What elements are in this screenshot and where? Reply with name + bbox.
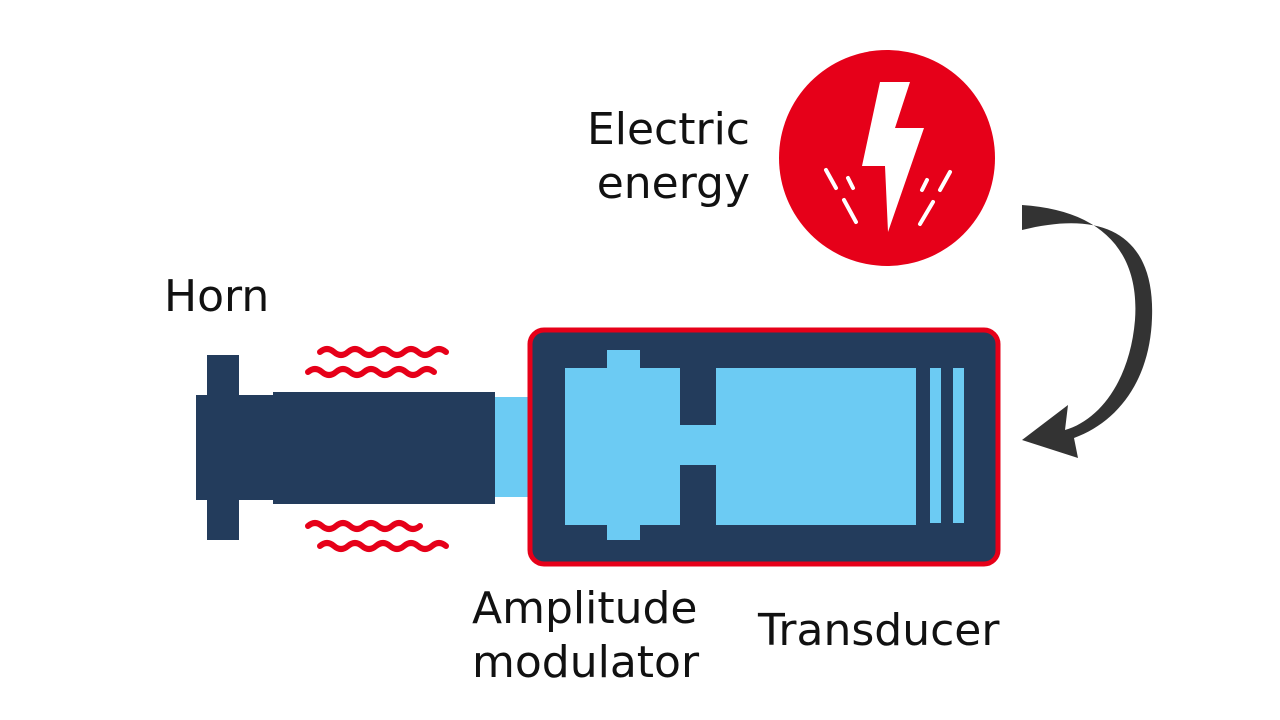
amplitude-modulator-line1: Amplitude — [472, 583, 698, 634]
electric-energy-line1: Electric — [586, 104, 750, 155]
spark-lines — [824, 168, 952, 226]
lightning-bolt-icon — [862, 82, 924, 232]
amplitude-modulator-line2: modulator — [472, 637, 700, 688]
wavy-lines-icon — [305, 346, 449, 552]
electric-energy-label: Electric energy — [560, 103, 750, 211]
horn — [196, 355, 495, 540]
amplitude-modulator-label: Amplitude modulator — [472, 582, 699, 690]
electric-energy-icon — [779, 50, 995, 266]
transducer-label: Transducer — [758, 605, 1000, 656]
transducer-core — [565, 350, 964, 540]
curved-arrow-icon — [1022, 205, 1153, 458]
electric-energy-line2: energy — [596, 158, 750, 209]
horn-label: Horn — [164, 271, 270, 322]
